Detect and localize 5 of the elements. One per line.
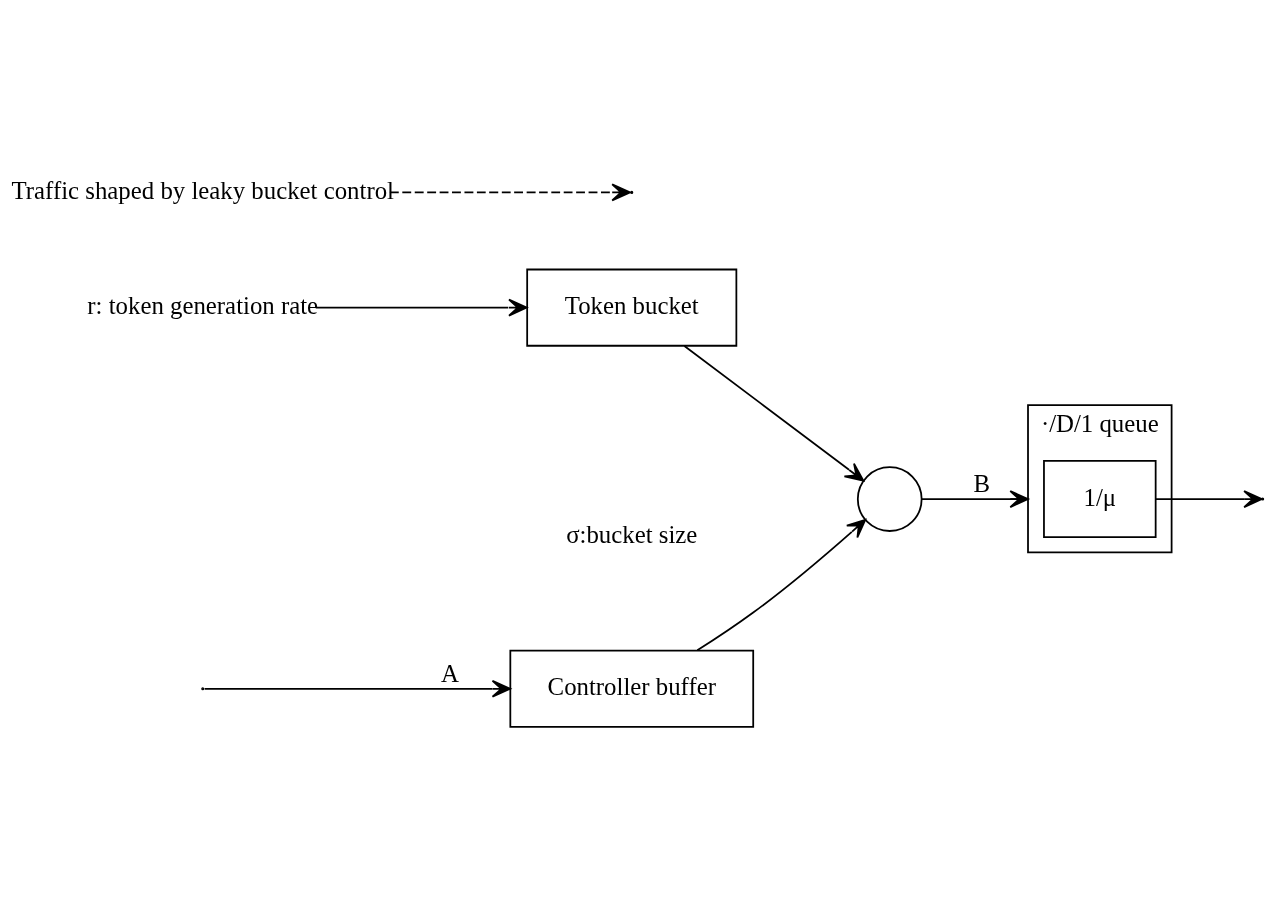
edge-label: B: [973, 469, 991, 497]
node-text: r: token generation rate: [87, 291, 319, 319]
node-text: Traffic shaped by leaky bucket control: [11, 176, 394, 204]
label: σ:bucket size: [566, 520, 698, 548]
edge-label: A: [441, 659, 460, 687]
